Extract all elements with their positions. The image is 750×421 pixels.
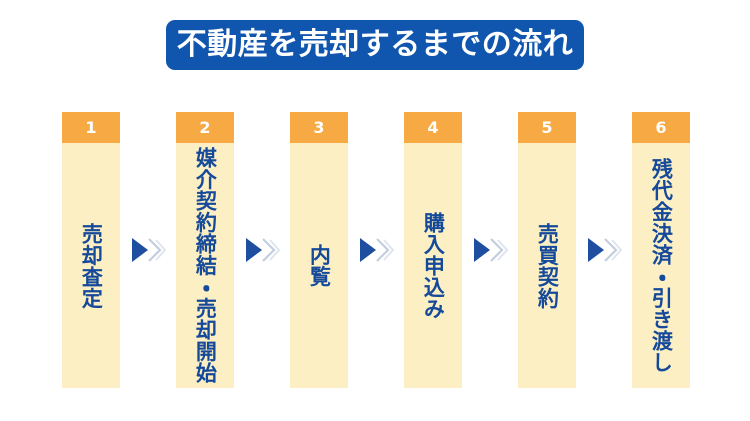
step-label-1: 売却査定	[79, 222, 104, 309]
step-number-2: 2	[176, 112, 234, 143]
arrow-5-to-6-icon	[586, 234, 622, 266]
step-body-2: 媒介契約締結・売却開始	[176, 143, 234, 388]
step-label-4: 購入申込み	[421, 211, 446, 320]
arrow-1-to-2-icon	[130, 234, 166, 266]
flow-step-6[interactable]: 6 残代金決済・引き渡し	[632, 112, 690, 388]
flow-step-3[interactable]: 3 内覧	[290, 112, 348, 388]
step-label-5: 売買契約	[535, 222, 560, 309]
step-body-4: 購入申込み	[404, 143, 462, 388]
title-banner: 不動産を売却するまでの流れ	[166, 20, 584, 70]
step-number-3: 3	[290, 112, 348, 143]
flow-step-5[interactable]: 5 売買契約	[518, 112, 576, 388]
step-label-3: 内覧	[307, 244, 332, 287]
flow-step-2[interactable]: 2 媒介契約締結・売却開始	[176, 112, 234, 388]
step-label-2: 媒介契約締結・売却開始	[193, 147, 218, 384]
step-body-6: 残代金決済・引き渡し	[632, 143, 690, 388]
step-body-3: 内覧	[290, 143, 348, 388]
arrow-2-to-3-icon	[244, 234, 280, 266]
arrow-3-to-4-icon	[358, 234, 394, 266]
arrow-4-to-5-icon	[472, 234, 508, 266]
step-number-6: 6	[632, 112, 690, 143]
page-title: 不動産を売却するまでの流れ	[176, 27, 574, 62]
step-body-1: 売却査定	[62, 143, 120, 388]
step-body-5: 売買契約	[518, 143, 576, 388]
step-number-1: 1	[62, 112, 120, 143]
flow-diagram: 1 売却査定 2 媒介契約締結・売却開始 3 内覧	[0, 112, 750, 388]
flow-step-1[interactable]: 1 売却査定	[62, 112, 120, 388]
step-number-5: 5	[518, 112, 576, 143]
flow-step-4[interactable]: 4 購入申込み	[404, 112, 462, 388]
step-label-6: 残代金決済・引き渡し	[649, 158, 674, 373]
step-number-4: 4	[404, 112, 462, 143]
